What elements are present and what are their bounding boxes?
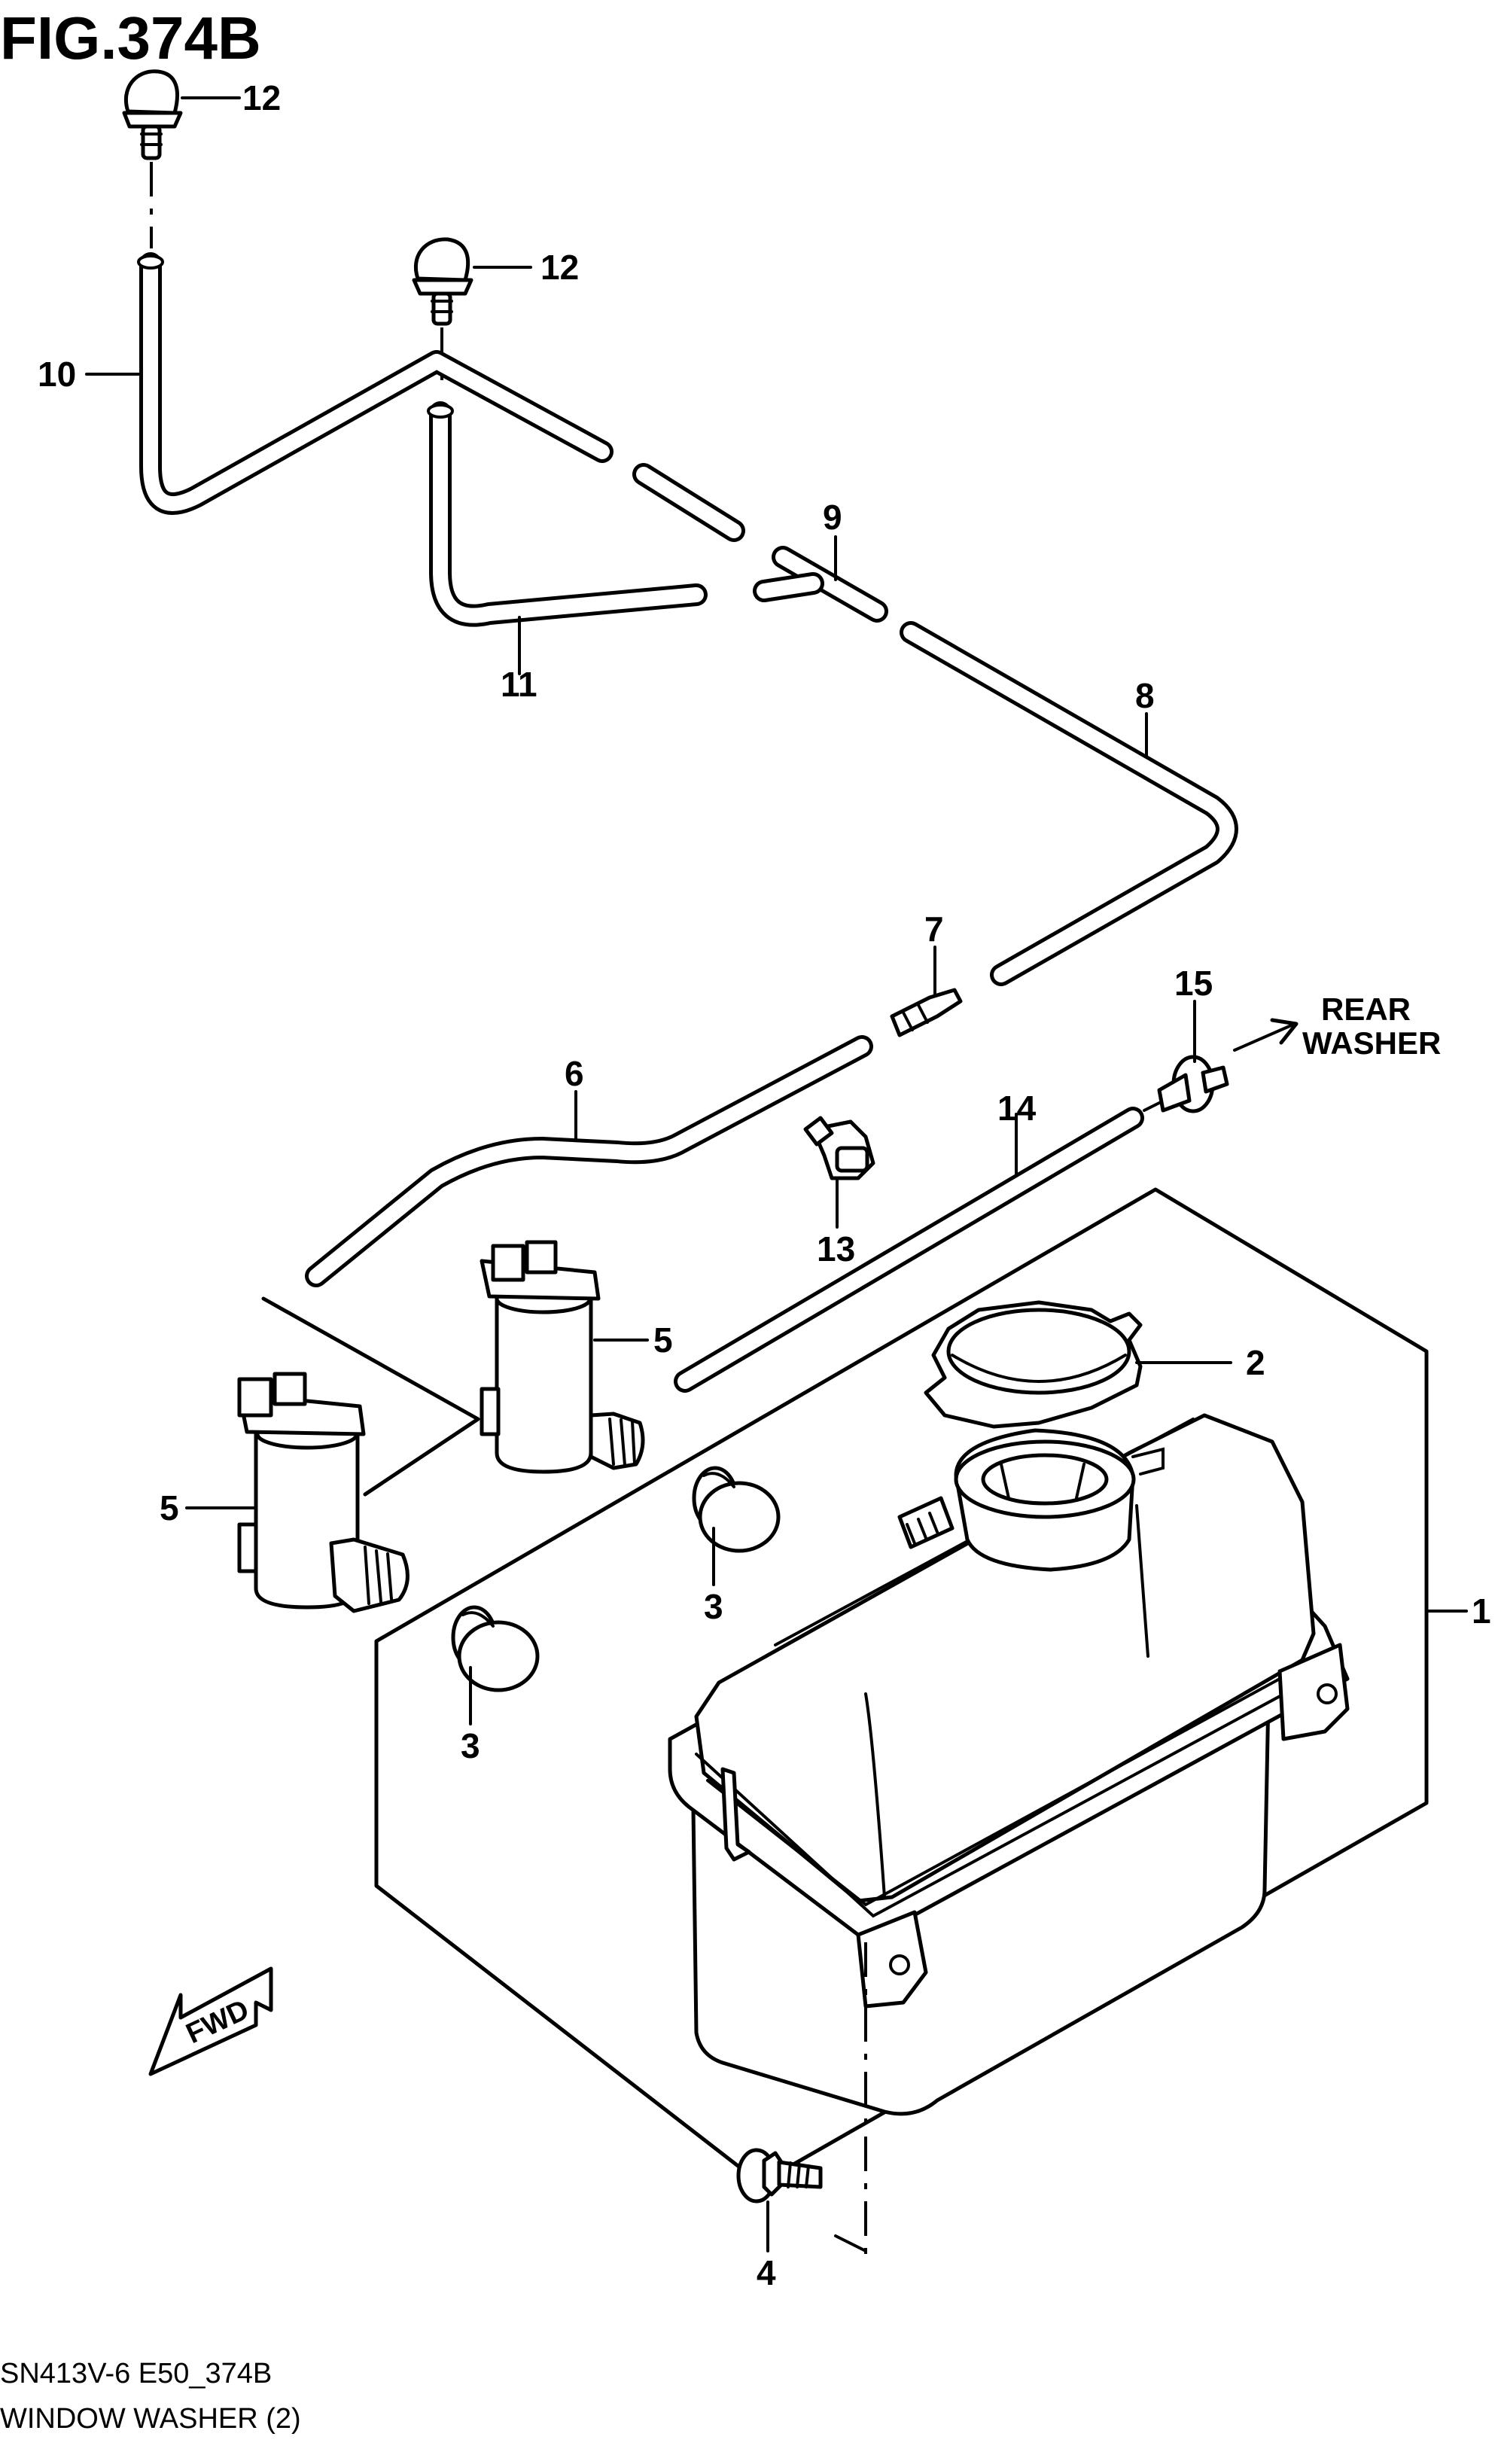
tank-cap-2 [924,1300,1143,1429]
callout-3b: 3 [461,1726,480,1765]
joint-9 [753,546,888,623]
hose-14 [674,1107,1144,1393]
connector-7 [890,988,963,1037]
washer-nozzle-second [412,237,473,326]
check-valve-15 [1143,1055,1229,1113]
callout-11: 11 [501,665,537,704]
callout-3a: 3 [704,1587,723,1626]
callout-13: 13 [817,1229,855,1269]
callout-8: 8 [1135,676,1155,715]
washer-pump-upper [480,1240,645,1474]
bolt-4 [736,2148,823,2204]
callout-14: 14 [997,1089,1037,1128]
washer-nozzle-top [122,69,183,160]
model-code: SN413V-6 E50_374B [0,2358,272,2389]
rear-washer-arrow-line [1233,1022,1296,1052]
rear-washer-note-line2: WASHER [1302,1025,1441,1061]
rear-washer-arrowhead [1270,1018,1299,1045]
callout-6: 6 [565,1054,584,1093]
washer-tank-1 [668,1413,1350,2116]
rear-washer-note-line1: REAR [1321,991,1411,1027]
callout-5a: 5 [653,1320,673,1360]
washer-pump-lower [237,1372,410,1613]
callout-9: 9 [823,498,842,537]
hose-6 [305,1035,873,1287]
clamp-13 [803,1116,875,1180]
callout-10: 10 [38,355,76,394]
hose-11 [427,401,708,627]
grommet-lower [451,1605,540,1692]
fwd-arrow: FWD [148,1966,273,2076]
tank-assembly-outline [374,1187,1429,2185]
callout-15: 15 [1174,964,1213,1003]
hose-10 [137,252,614,515]
grommet-upper [692,1466,781,1553]
hose-8 [900,621,1238,986]
callout-5b: 5 [160,1488,179,1527]
callout-2: 2 [1246,1343,1265,1382]
callout-12b: 12 [540,248,579,287]
pump-group-bracket [261,1296,480,1497]
callout-7: 7 [924,909,944,949]
callout-12a: 12 [242,78,281,117]
leader-bolt-end [834,2234,867,2252]
section-name: WINDOW WASHER (2) [0,2403,301,2435]
figure-title: FIG.374B [0,5,261,72]
hose-segment [632,463,745,542]
callout-4: 4 [757,2253,776,2292]
callout-1: 1 [1472,1591,1491,1631]
